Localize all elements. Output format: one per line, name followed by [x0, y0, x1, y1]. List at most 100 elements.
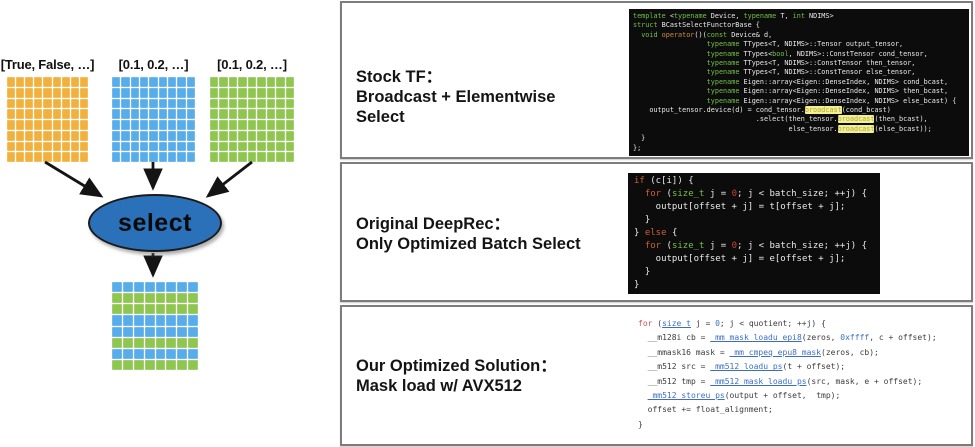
panel-title-line: Only Optimized Batch Select: [356, 235, 581, 254]
grid-cell: [238, 120, 247, 130]
grid-cell: [285, 130, 294, 141]
grid-cell: [158, 109, 167, 119]
then-tensor-label: [0.1, 0.2, …]: [118, 57, 189, 72]
grid-cell: [177, 282, 188, 293]
grid-cell: [61, 152, 70, 162]
grid-cell: [130, 141, 139, 152]
grid-cell: [177, 315, 188, 326]
grid-cell: [266, 87, 276, 98]
grid-cell: [285, 87, 294, 98]
code-line: }: [634, 267, 651, 277]
grid-cell: [139, 77, 149, 87]
grid-cell: [7, 87, 16, 98]
grid-cell: [52, 130, 61, 141]
grid-cell: [219, 109, 228, 119]
grid-cell: [276, 141, 285, 152]
code-line: typename TTypes<T, NDIMS>::ConstTensor t…: [706, 59, 916, 68]
grid-cell: [257, 152, 266, 162]
grid-cell: [7, 152, 16, 162]
grid-cell: [238, 77, 247, 87]
grid-cell: [210, 98, 219, 109]
grid-cell: [167, 98, 177, 109]
grid-cell: [257, 98, 266, 109]
grid-cell: [247, 87, 257, 98]
grid-cell: [112, 348, 122, 359]
grid-cell: [167, 87, 177, 98]
grid-cell: [139, 109, 149, 119]
grid-cell: [266, 130, 276, 141]
grid-cell: [144, 348, 155, 359]
grid-cell: [177, 326, 188, 337]
grid-cell: [186, 130, 195, 141]
grid-cell: [276, 87, 285, 98]
grid-cell: [133, 359, 144, 370]
grid-cell: [247, 130, 257, 141]
code-line: }: [633, 134, 646, 143]
grid-cell: [276, 130, 285, 141]
grid-cell: [285, 109, 294, 119]
grid-cell: [139, 120, 149, 130]
grid-cell: [167, 152, 177, 162]
grid-cell: [210, 141, 219, 152]
panel-title-line: Our Optimized Solution：: [356, 357, 557, 375]
grid-cell: [276, 109, 285, 119]
code-block-original-deeprec: if (c[i]) { for (size_t j = 0; j < batch…: [628, 173, 880, 294]
grid-cell: [266, 109, 276, 119]
grid-cell: [43, 77, 52, 87]
grid-cell: [247, 98, 257, 109]
grid-cell: [144, 359, 155, 370]
else-grid: [210, 77, 294, 162]
grid-cell: [167, 77, 177, 87]
grid-cell: [70, 130, 79, 141]
grid-cell: [247, 109, 257, 119]
grid-cell: [144, 326, 155, 337]
grid-cell: [186, 98, 195, 109]
code-line: for (size_t j = 0; j < quotient; ++j) {: [638, 319, 826, 328]
grid-cell: [186, 77, 195, 87]
grid-cell: [276, 77, 285, 87]
grid-cell: [122, 348, 133, 359]
grid-cell: [186, 87, 195, 98]
code-line: _mm512_storeu_ps(output + offset, tmp);: [647, 391, 841, 401]
grid-cell: [133, 282, 144, 293]
grid-cell: [25, 109, 34, 119]
code-line: }: [638, 419, 643, 429]
grid-cell: [25, 77, 34, 87]
grid-cell: [16, 152, 25, 162]
grid-cell: [112, 315, 122, 326]
code-line: output_tensor.device(d) = cond_tensor.br…: [633, 106, 891, 115]
grid-cell: [112, 141, 121, 152]
grid-cell: [188, 359, 198, 370]
grid-cell: [43, 120, 52, 130]
grid-cell: [121, 130, 130, 141]
grid-cell: [112, 282, 122, 293]
grid-cell: [247, 120, 257, 130]
grid-cell: [266, 120, 276, 130]
grid-cell: [186, 109, 195, 119]
panel-optimized-solution: Our Optimized Solution：Mask load w/ AVX5…: [340, 305, 973, 446]
panel-original-deeprec: Original DeepRec：Only Optimized Batch Se…: [340, 162, 973, 302]
grid-cell: [25, 120, 34, 130]
grid-cell: [130, 77, 139, 87]
grid-cell: [149, 130, 158, 141]
grid-cell: [61, 87, 70, 98]
grid-cell: [16, 87, 25, 98]
grid-cell: [276, 152, 285, 162]
grid-cell: [228, 109, 238, 119]
grid-cell: [112, 120, 121, 130]
grid-cell: [130, 98, 139, 109]
grid-cell: [266, 98, 276, 109]
code-line: __m128i cb = _mm_mask_loadu_epi8(zeros, …: [638, 333, 937, 343]
grid-cell: [61, 141, 70, 152]
code-block-stock-tf: template <typename Device, typename T, i…: [629, 9, 969, 156]
grid-cell: [79, 98, 88, 109]
grid-cell: [238, 98, 247, 109]
grid-cell: [166, 304, 177, 315]
grid-cell: [43, 98, 52, 109]
grid-cell: [266, 152, 276, 162]
grid-cell: [34, 87, 43, 98]
grid-cell: [112, 337, 122, 348]
grid-cell: [219, 152, 228, 162]
grid-cell: [149, 120, 158, 130]
